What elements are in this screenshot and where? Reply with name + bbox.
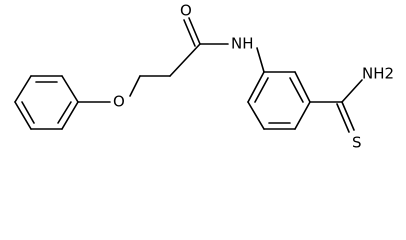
phenyl-ring — [14, 75, 79, 130]
chemical-structure: O NH O NH2 S — [14, 2, 394, 152]
benzene-ring — [247, 71, 311, 130]
thioamide-sulfur-label: S — [352, 134, 362, 152]
thioamide-nitrogen-label: NH2 — [362, 65, 394, 83]
thioamide-group — [309, 79, 363, 133]
carbonyl-oxygen-label: O — [180, 2, 192, 20]
amide-linkage — [256, 47, 265, 73]
amide-nitrogen-label: NH — [231, 35, 254, 53]
ether-oxygen-label: O — [113, 93, 125, 111]
propanoyl-chain — [77, 17, 229, 103]
